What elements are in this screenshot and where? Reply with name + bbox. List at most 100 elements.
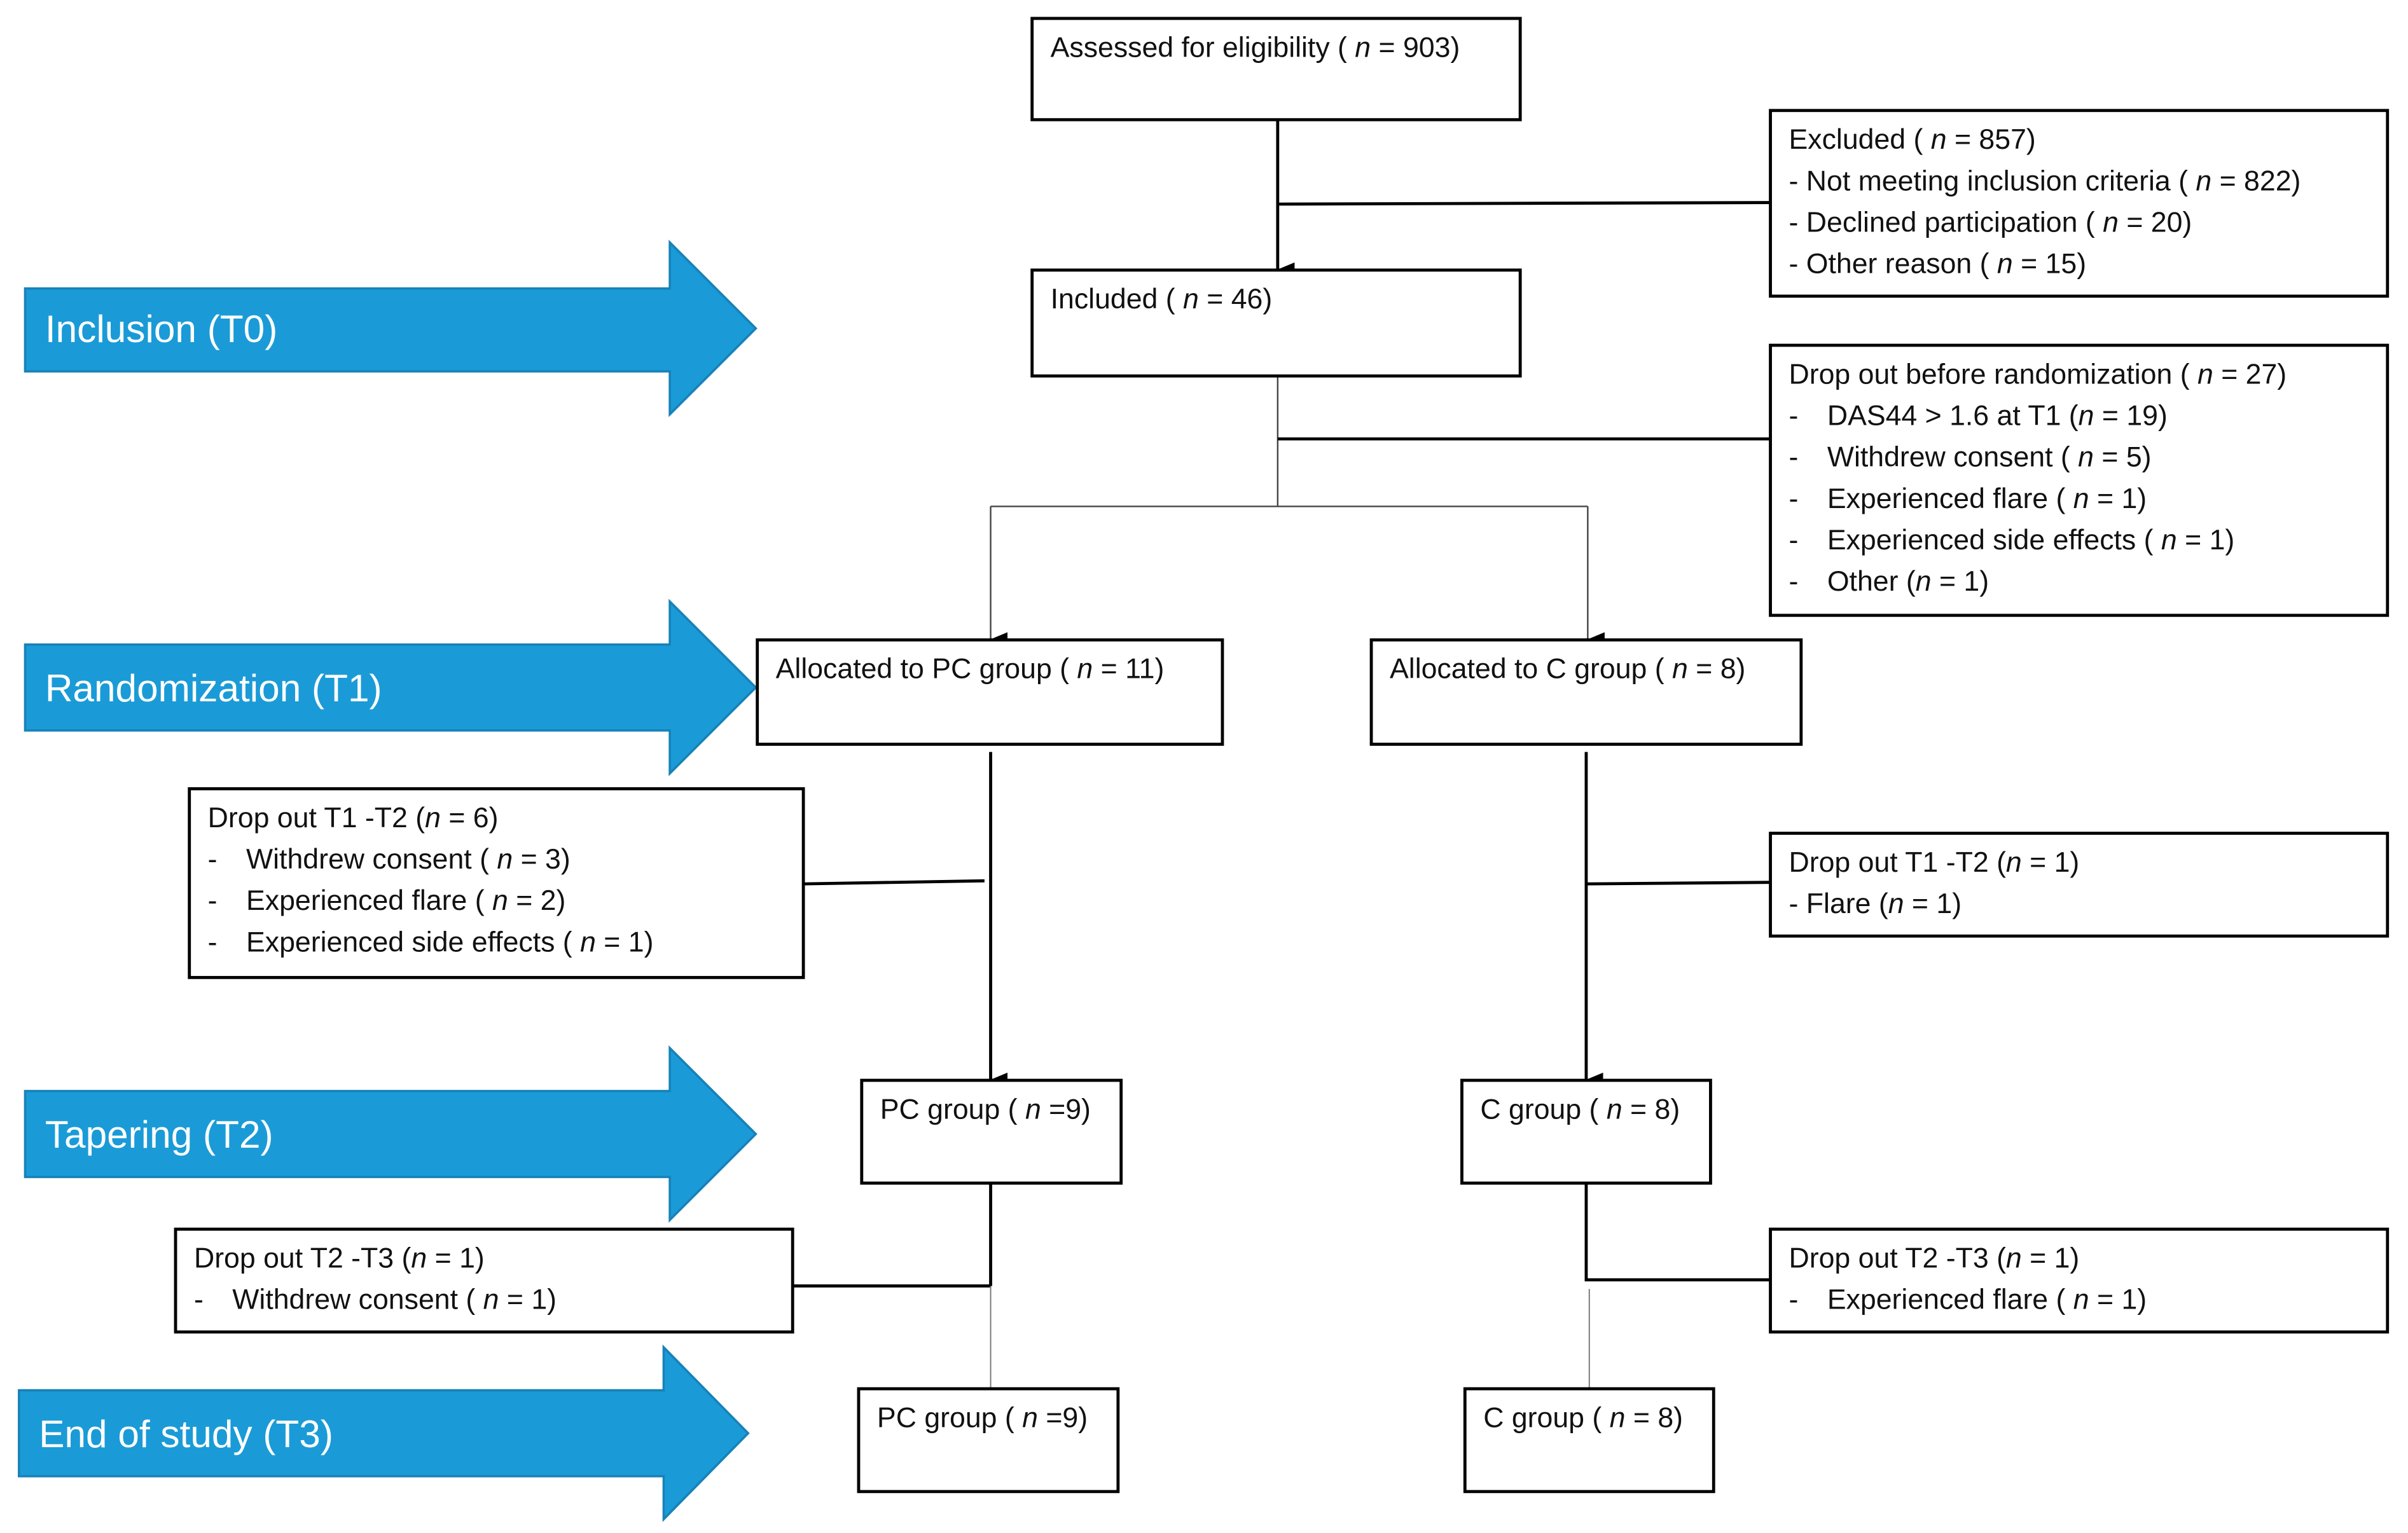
n-value: = 1) xyxy=(1932,566,1989,597)
n-symbol: n xyxy=(1355,32,1371,63)
connector-line xyxy=(1277,201,1771,206)
n-value: = 1) xyxy=(1904,888,1962,919)
box-text-line: C group ( n = 8) xyxy=(1483,1402,1683,1433)
n-value: = 46) xyxy=(1199,284,1272,315)
line-label: Allocated to C group ( xyxy=(1390,654,1672,685)
box-text-line: Experienced flare ( n = 1) xyxy=(1827,1284,2147,1316)
box-text-line: Drop out T2 -T3 (n = 1) xyxy=(194,1242,485,1274)
phase-arrow-end: End of study (T3) xyxy=(18,1344,750,1522)
n-symbol: n xyxy=(483,1284,499,1316)
box-text-line: Experienced side effects ( n = 1) xyxy=(1827,525,2234,556)
n-value: = 1) xyxy=(2022,847,2080,878)
phase-label: Randomization (T1) xyxy=(45,666,382,710)
n-value: = 1) xyxy=(2089,483,2147,514)
line-label: DAS44 > 1.6 at T1 ( xyxy=(1827,401,2079,432)
box-border xyxy=(756,638,1224,746)
box-text-line: Withdrew consent ( n = 5) xyxy=(1827,442,2152,473)
n-symbol: n xyxy=(2078,442,2094,473)
n-value: = 822) xyxy=(2211,165,2301,196)
bullet-dash: - xyxy=(1789,1284,1799,1316)
line-label: C group ( xyxy=(1483,1402,1609,1433)
n-symbol: n xyxy=(1916,566,1932,597)
box-assessed: Assessed for eligibility ( n = 903) xyxy=(1030,17,1522,121)
bullet-dash: - xyxy=(208,844,218,875)
line-label: Experienced flare ( xyxy=(1827,483,2073,514)
box-text-line: Drop out T1 -T2 (n = 1) xyxy=(1789,847,2080,878)
box-text-line: - Declined participation ( n = 20) xyxy=(1789,207,2192,238)
n-symbol: n xyxy=(2079,401,2094,432)
line-label: C group ( xyxy=(1480,1094,1606,1125)
bullet-dash: - xyxy=(1789,483,1799,514)
line-label: Drop out before randomization ( xyxy=(1789,359,2197,390)
box-border xyxy=(1769,109,2390,298)
n-symbol: n xyxy=(2073,1284,2089,1316)
n-value: = 20) xyxy=(2119,207,2192,238)
bullet-dash: - xyxy=(1789,566,1799,597)
line-label: Drop out T1 -T2 ( xyxy=(208,802,426,834)
line-label: Experienced flare ( xyxy=(1827,1284,2073,1316)
line-label: Excluded ( xyxy=(1789,124,1931,155)
bullet-dash: - xyxy=(1789,525,1799,556)
n-symbol: n xyxy=(1888,888,1904,919)
box-border xyxy=(1769,343,2390,617)
box-border xyxy=(860,1078,1123,1185)
box-allocated-c: Allocated to C group ( n = 8) xyxy=(1369,638,1803,746)
box-border xyxy=(1769,1227,2390,1334)
arrow-shape xyxy=(24,239,758,417)
box-text-line: Experienced flare ( n = 2) xyxy=(246,885,565,916)
n-symbol: n xyxy=(1997,249,2013,280)
n-value: = 1) xyxy=(2022,1242,2080,1274)
n-symbol: n xyxy=(1610,1402,1626,1433)
box-text-line: Drop out before randomization ( n = 27) xyxy=(1789,359,2287,390)
box-text-line: PC group ( n =9) xyxy=(880,1094,1091,1125)
n-symbol: n xyxy=(2103,207,2119,238)
box-text-line: Withdrew consent ( n = 3) xyxy=(246,844,571,875)
line-label: Drop out T1 -T2 ( xyxy=(1789,847,2007,878)
n-value: = 1) xyxy=(427,1242,485,1274)
n-value: = 5) xyxy=(2094,442,2152,473)
arrow-shape xyxy=(24,598,758,776)
n-value: = 19) xyxy=(2094,401,2168,432)
line-label: - Not meeting inclusion criteria ( xyxy=(1789,165,2196,196)
n-value: = 2) xyxy=(508,885,566,916)
box-excluded: Excluded ( n = 857)- Not meeting inclusi… xyxy=(1769,109,2390,298)
line-label: - Other reason ( xyxy=(1789,249,1997,280)
n-value: = 6) xyxy=(441,802,499,834)
n-value: = 1) xyxy=(2177,525,2235,556)
box-dropout-before-randomization: Drop out before randomization ( n = 27) -… xyxy=(1769,343,2390,617)
box-dropout-t1-t2-c: Drop out T1 -T2 (n = 1)- Flare (n = 1) xyxy=(1769,832,2390,938)
n-value: = 15) xyxy=(2013,249,2086,280)
box-text-line: - Flare (n = 1) xyxy=(1789,888,1962,919)
phase-label: Inclusion (T0) xyxy=(45,307,277,350)
n-symbol: n xyxy=(492,885,508,916)
box-text-line: Allocated to PC group ( n = 11) xyxy=(776,654,1165,685)
phase-label: Tapering (T2) xyxy=(45,1113,273,1156)
bullet-dash: - xyxy=(208,885,218,916)
connector-line xyxy=(1586,881,1771,886)
phase-arrow-tapering: Tapering (T2) xyxy=(24,1045,758,1223)
bullet-dash: - xyxy=(1789,401,1799,432)
line-label: Withdrew consent ( xyxy=(1827,442,2078,473)
line-label: PC group ( xyxy=(877,1402,1022,1433)
n-symbol: n xyxy=(411,1242,427,1274)
n-symbol: n xyxy=(1931,124,1947,155)
box-border xyxy=(1463,1387,1715,1494)
line-label: Included ( xyxy=(1051,284,1183,315)
box-text-line: Included ( n = 46) xyxy=(1051,284,1273,315)
n-value: = 27) xyxy=(2213,359,2287,390)
n-value: = 1) xyxy=(2089,1284,2147,1316)
box-pc-group-t2: PC group ( n =9) xyxy=(860,1078,1123,1185)
box-c-group-t3: C group ( n = 8) xyxy=(1463,1387,1715,1494)
n-symbol: n xyxy=(1607,1094,1623,1125)
n-symbol: n xyxy=(2197,359,2213,390)
box-text-line: Experienced flare ( n = 1) xyxy=(1827,483,2147,514)
n-symbol: n xyxy=(1077,654,1093,685)
box-text-line: Allocated to C group ( n = 8) xyxy=(1390,654,1745,685)
line-label: Withdrew consent ( xyxy=(246,844,497,875)
phase-arrow-randomization: Randomization (T1) xyxy=(24,598,758,776)
n-symbol: n xyxy=(1672,654,1688,685)
n-value: = 1) xyxy=(499,1284,557,1316)
n-symbol: n xyxy=(2006,1242,2022,1274)
box-dropout-t2-t3-pc: Drop out T2 -T3 (n = 1)-Withdrew consent… xyxy=(174,1227,794,1334)
line-label: Experienced flare ( xyxy=(246,885,492,916)
